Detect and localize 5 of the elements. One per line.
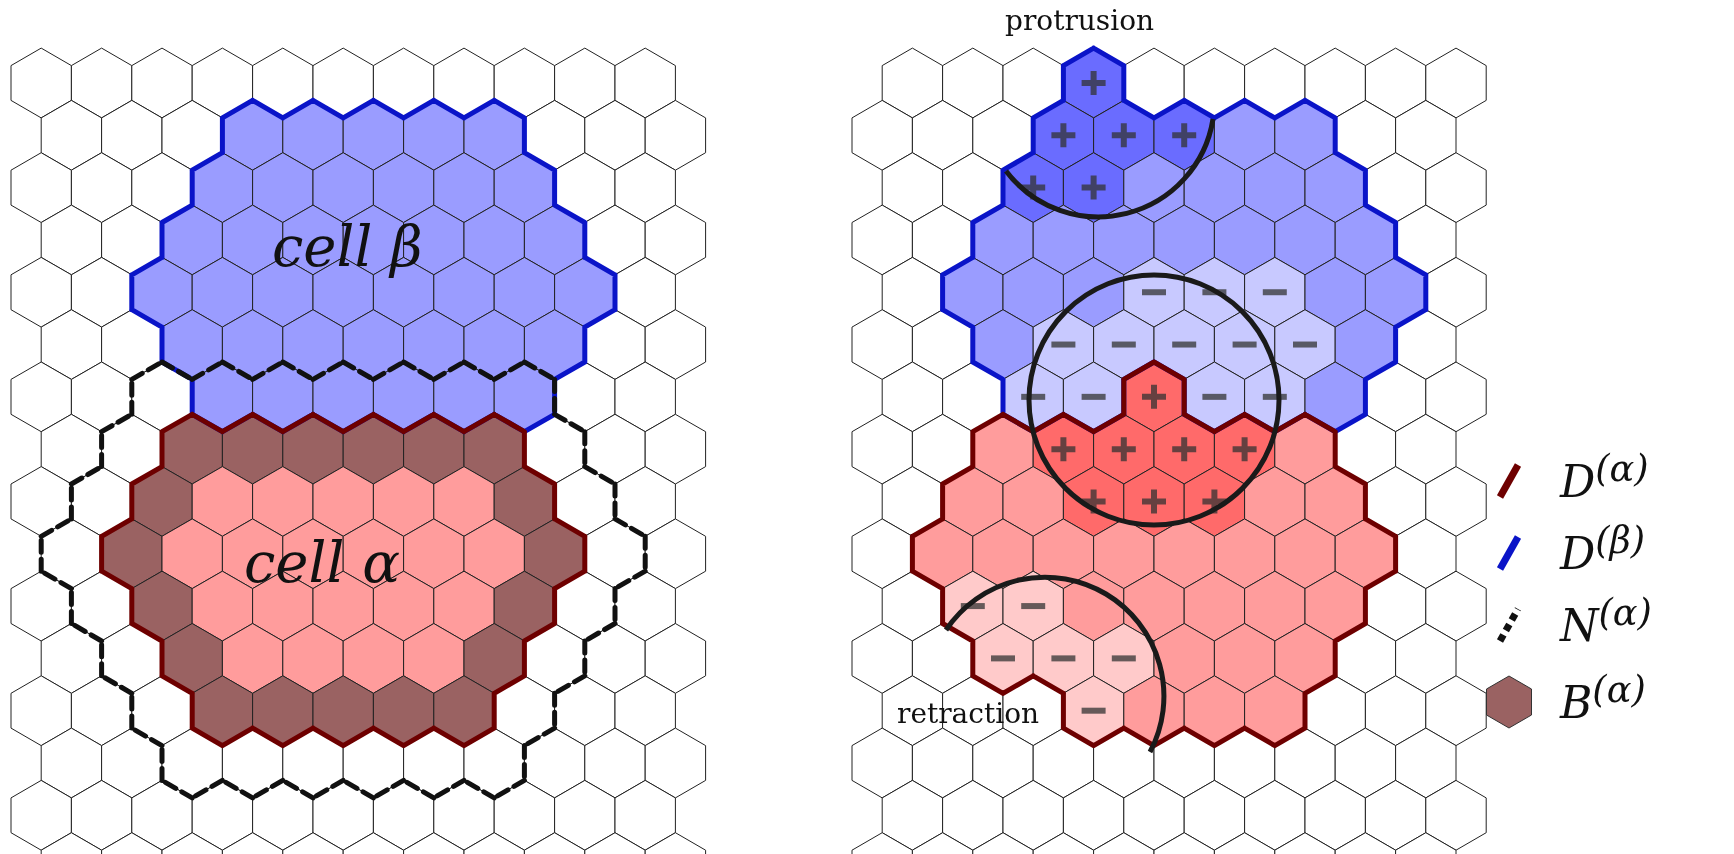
legend-label: D$^{(β)}$ [1560, 519, 1646, 579]
legend-label: N$^{(α)}$ [1560, 591, 1652, 651]
annotation-label: protrusion [1005, 4, 1155, 37]
legend-label: B$^{(α)}$ [1560, 668, 1646, 728]
legend-label: D$^{(α)}$ [1560, 447, 1649, 507]
